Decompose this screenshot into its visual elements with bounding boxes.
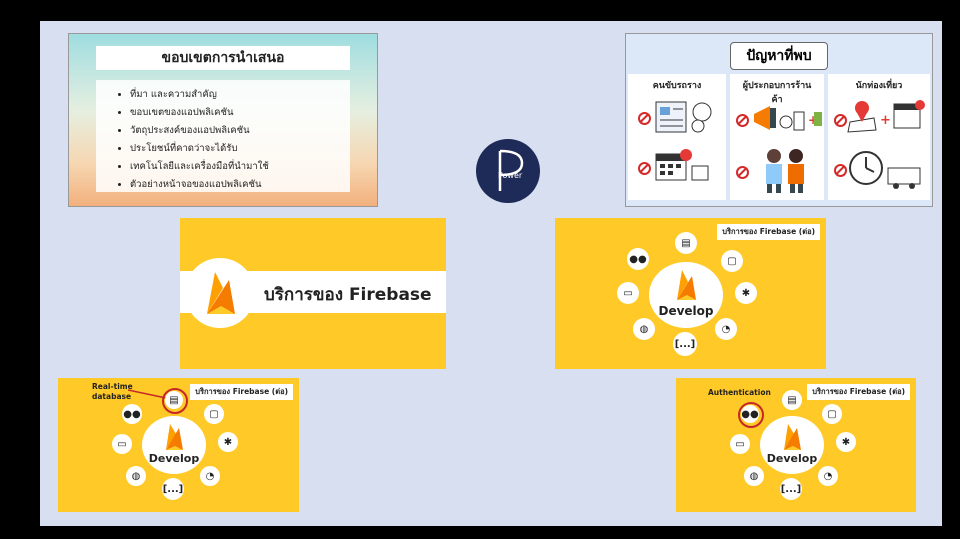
test-lab-icon: ▢ bbox=[204, 404, 224, 424]
bullet-item: ขอบเขตของแอปพลิเคชัน bbox=[130, 104, 350, 122]
storage-icon: ▭ bbox=[617, 282, 639, 304]
bullet-box: ที่มา และความสำคัญ ขอบเขตของแอปพลิเคชัน … bbox=[96, 80, 350, 192]
slide-title: บริการของ Firebase bbox=[264, 285, 432, 305]
slide-thumbnail-realtime-db[interactable]: บริการของ Firebase (ต่อ) Real-time datab… bbox=[58, 378, 299, 512]
storage-icon: ▭ bbox=[112, 434, 132, 454]
more-label: [...] bbox=[162, 478, 184, 500]
storage-icon: ▭ bbox=[730, 434, 750, 454]
highlight-ring bbox=[738, 402, 764, 428]
logo-text: Power bbox=[498, 171, 523, 180]
performance-icon: ◔ bbox=[818, 466, 838, 486]
more-label: [...] bbox=[673, 332, 697, 356]
no-icon bbox=[736, 166, 749, 179]
develop-hub: Develop bbox=[142, 416, 206, 474]
hosting-globe-icon: ◍ bbox=[126, 466, 146, 486]
megaphone-icon: + bbox=[754, 106, 822, 131]
test-lab-icon: ▢ bbox=[822, 404, 842, 424]
firebase-flame-icon bbox=[784, 424, 801, 450]
authentication-icon: ●● bbox=[122, 404, 142, 424]
crashlytics-bug-icon: ✱ bbox=[836, 432, 856, 452]
callout-text: Authentication bbox=[708, 388, 771, 397]
slide-title: ปัญหาที่พบ bbox=[730, 42, 828, 70]
slide-thumbnail-authentication[interactable]: บริการของ Firebase (ต่อ) Authentication … bbox=[676, 378, 916, 512]
column-heading: นักท่องเที่ยว bbox=[855, 81, 903, 91]
bullet-item: ตัวอย่างหน้าจอของแอปพลิเคชัน bbox=[130, 176, 350, 194]
callout-line-1: Real-time bbox=[92, 382, 133, 391]
column-heading: ผู้ประกอบการร้านค้า bbox=[742, 81, 812, 105]
hub-label: Develop bbox=[766, 452, 818, 465]
database-icon: ▤ bbox=[782, 390, 802, 410]
problem-column-tourist: นักท่องเที่ยว + bbox=[828, 74, 930, 200]
slide-tag: บริการของ Firebase (ต่อ) bbox=[807, 384, 910, 400]
more-label: [...] bbox=[780, 478, 802, 500]
no-icon bbox=[834, 114, 847, 127]
callout-line-2: database bbox=[92, 392, 132, 401]
slide-thumbnail-firebase-title[interactable]: บริการของ Firebase bbox=[180, 218, 446, 369]
crashlytics-bug-icon: ✱ bbox=[735, 282, 757, 304]
people-icon bbox=[766, 149, 804, 193]
hub-label: Develop bbox=[658, 304, 714, 318]
slide-tag: บริการของ Firebase (ต่อ) bbox=[190, 384, 293, 400]
slide-thumbnail-problems[interactable]: ปัญหาที่พบ คนขับรถราง ผู้ประกอบการร้านค้… bbox=[625, 33, 933, 207]
no-icon bbox=[736, 114, 749, 127]
crashlytics-bug-icon: ✱ bbox=[218, 432, 238, 452]
power-logo: Power bbox=[476, 139, 540, 203]
performance-icon: ◔ bbox=[200, 466, 220, 486]
slide-thumbnail-firebase-develop[interactable]: บริการของ Firebase (ต่อ) Develop ▤ ▢ ✱ ◔… bbox=[555, 218, 826, 369]
slide-tag: บริการของ Firebase (ต่อ) bbox=[717, 224, 820, 240]
no-icon bbox=[638, 112, 651, 125]
hub-label: Develop bbox=[148, 452, 200, 465]
bullet-item: เทคโนโลยีและเครื่องมือที่นำมาใช้ bbox=[130, 158, 350, 176]
no-icon bbox=[638, 162, 651, 175]
callout-pointer bbox=[128, 389, 167, 399]
hosting-globe-icon: ◍ bbox=[744, 466, 764, 486]
no-icon bbox=[834, 164, 847, 177]
map-calendar-icon: + bbox=[847, 100, 925, 133]
performance-icon: ◔ bbox=[715, 318, 737, 340]
slide-thumbnail-scope[interactable]: ขอบเขตการนำเสนอ ที่มา และความสำคัญ ขอบเข… bbox=[68, 33, 378, 207]
highlight-ring bbox=[162, 388, 188, 414]
test-lab-icon: ▢ bbox=[721, 250, 743, 272]
authentication-icon: ●● bbox=[741, 405, 759, 423]
calendar-shop-icon bbox=[655, 149, 709, 181]
clock-bus-icon bbox=[849, 151, 921, 189]
develop-hub: Develop bbox=[649, 262, 723, 328]
problem-column-merchant: ผู้ประกอบการร้านค้า + bbox=[730, 74, 824, 200]
svg-text:+: + bbox=[808, 113, 818, 127]
firebase-flame-icon bbox=[677, 270, 696, 300]
firebase-flame-icon bbox=[207, 272, 235, 314]
develop-hub: Develop bbox=[760, 416, 824, 474]
problem-column-driver: คนขับรถราง bbox=[628, 74, 726, 200]
newspaper-chat-icon bbox=[655, 101, 712, 133]
firebase-logo-circle bbox=[185, 258, 255, 328]
power-logo-icon bbox=[498, 149, 524, 191]
database-icon: ▤ bbox=[165, 391, 183, 409]
bullet-item: วัตถุประสงค์ของแอปพลิเคชัน bbox=[130, 122, 350, 140]
svg-text:+: + bbox=[880, 113, 891, 128]
slide-title: ขอบเขตการนำเสนอ bbox=[96, 46, 350, 70]
hosting-globe-icon: ◍ bbox=[633, 318, 655, 340]
column-heading: คนขับรถราง bbox=[652, 81, 702, 91]
bullet-item: ที่มา และความสำคัญ bbox=[130, 86, 350, 104]
authentication-icon: ●● bbox=[627, 248, 649, 270]
bullet-item: ประโยชน์ที่คาดว่าจะได้รับ bbox=[130, 140, 350, 158]
database-icon: ▤ bbox=[675, 232, 697, 254]
firebase-flame-icon bbox=[166, 424, 183, 450]
